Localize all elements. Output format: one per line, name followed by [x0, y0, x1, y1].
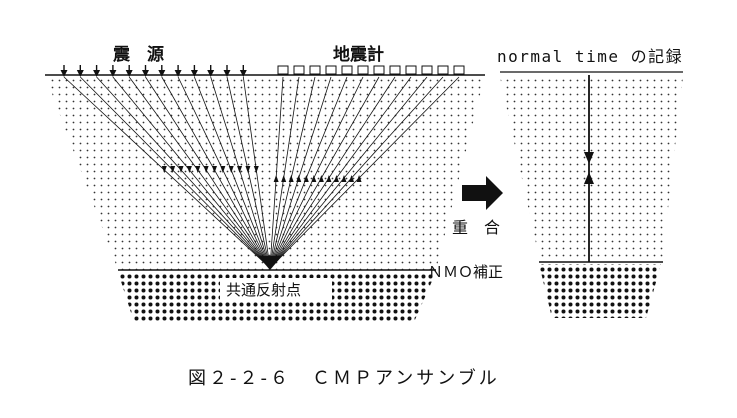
ray-down — [80, 76, 271, 269]
ray-up — [269, 76, 460, 269]
ray-arrow-up — [288, 175, 294, 182]
down-arrow-icon — [142, 70, 149, 77]
nmo-correction-label: ＮＭＯ補正 — [428, 263, 503, 281]
ray-arrow-down — [220, 166, 226, 173]
ray-arrow-down — [195, 166, 201, 173]
ray-up — [269, 76, 300, 269]
down-arrow-icon — [190, 70, 198, 77]
sources-label: 震 源 — [112, 44, 164, 65]
ray-down — [161, 76, 271, 269]
ray-arrow-up — [296, 175, 302, 182]
square-receiver-icon — [405, 65, 417, 75]
down-arrow-icon — [584, 152, 594, 164]
ray-up — [269, 76, 332, 269]
ray-up — [269, 76, 396, 269]
square-receiver-icon — [341, 65, 353, 75]
ray-arrow-up — [333, 175, 339, 182]
down-arrow-icon — [239, 70, 247, 77]
square-receiver-icon — [421, 65, 433, 75]
square-receiver-icon — [277, 65, 289, 75]
ray-up — [269, 76, 444, 269]
ray-up — [269, 76, 380, 269]
ray-arrow-down — [245, 166, 251, 173]
ray-up — [269, 76, 284, 269]
ray-arrow-down — [237, 166, 243, 173]
ray-arrow-down — [203, 166, 209, 173]
down-arrow-icon — [207, 70, 215, 77]
geophones-label: 地震計 — [333, 44, 384, 65]
ray-arrow-down — [178, 166, 184, 173]
lower-layer-right — [539, 264, 661, 318]
square-receiver-icon — [373, 65, 385, 75]
down-arrow-icon — [109, 70, 117, 77]
ray-direction-arrows — [161, 166, 362, 182]
stack-transition: 重 合 ＮＭＯ補正 — [428, 176, 503, 281]
geophone-row — [277, 65, 465, 75]
ray-arrow-down — [253, 166, 259, 173]
figure-caption: 図２-２-６ ＣＭＰアンサンブル — [188, 367, 500, 389]
ray-down — [194, 76, 271, 269]
ray-arrow-up — [356, 175, 362, 182]
ray-up — [269, 76, 412, 269]
ray-arrow-up — [281, 175, 287, 182]
square-receiver-icon — [437, 65, 449, 75]
upper-layer — [45, 75, 485, 270]
ray-down — [63, 76, 271, 269]
down-arrow-icon — [158, 70, 166, 77]
down-arrow-icon — [223, 70, 231, 77]
up-arrow-icon — [584, 172, 594, 184]
down-arrow-icon — [76, 70, 84, 77]
ray-down — [177, 76, 271, 269]
square-receiver-icon — [389, 65, 401, 75]
ray-arrow-up — [341, 175, 347, 182]
ray-down — [128, 76, 271, 269]
ray-up — [269, 76, 428, 269]
cmp-gather-panel: 震 源 地震計 共通反射点 — [45, 44, 485, 322]
right-block-arrow-icon — [462, 176, 503, 210]
ray-down — [96, 76, 271, 269]
down-arrow-icon — [125, 70, 133, 77]
ray-arrow-down — [161, 166, 167, 173]
ray-arrow-up — [273, 175, 279, 182]
ray-down — [112, 76, 271, 269]
ray-arrow-down — [211, 166, 217, 173]
ray-paths — [63, 76, 460, 269]
upper-layer-right — [500, 77, 683, 262]
square-receiver-icon — [357, 65, 369, 75]
ray-up — [269, 76, 316, 269]
ray-arrow-up — [311, 175, 317, 182]
ray-arrow-down — [170, 166, 176, 173]
ray-arrow-up — [303, 175, 309, 182]
ray-arrow-up — [318, 175, 324, 182]
ray-down — [242, 76, 271, 269]
ray-arrow-up — [326, 175, 332, 182]
down-arrow-icon — [174, 70, 182, 77]
square-receiver-icon — [453, 65, 465, 75]
down-arrow-icon — [93, 70, 101, 77]
common-reflection-point-label: 共通反射点 — [226, 281, 301, 299]
stack-label: 重 合 — [452, 218, 500, 237]
ray-arrow-down — [186, 166, 192, 173]
ray-down — [210, 76, 271, 269]
square-receiver-icon — [293, 65, 305, 75]
normal-time-panel: normal time の記録 — [497, 47, 683, 318]
ray-arrow-up — [349, 175, 355, 182]
down-arrow-icon — [60, 70, 68, 77]
square-receiver-icon — [325, 65, 337, 75]
common-reflection-point-label-bg — [220, 278, 332, 300]
ray-down — [145, 76, 271, 269]
ray-arrow-down — [228, 166, 234, 173]
ray-down — [226, 76, 271, 269]
normal-time-record-label: normal time の記録 — [497, 47, 683, 66]
ray-up — [269, 76, 364, 269]
ray-up — [269, 76, 348, 269]
square-receiver-icon — [309, 65, 321, 75]
reflection-point-marker — [258, 256, 282, 270]
source-row — [60, 65, 247, 77]
